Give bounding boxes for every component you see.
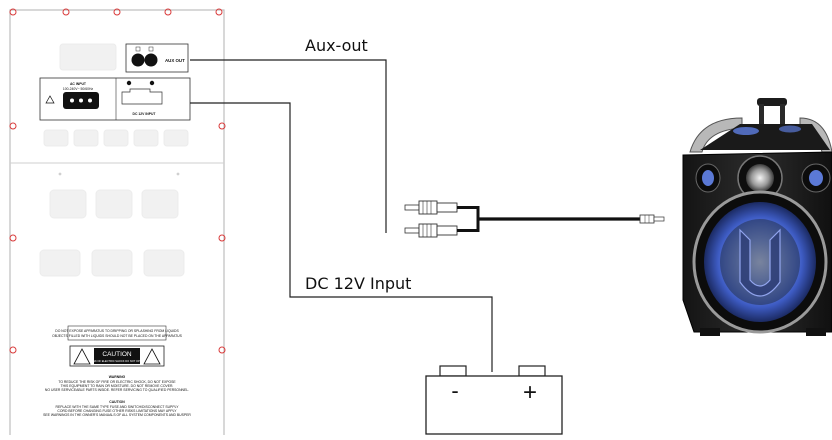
ac-input-title: AC INPUT [70,82,87,86]
warning-title: WARNING [109,375,126,379]
rca-plug-top [404,200,458,215]
notice-label: DO NOT EXPOSE APPARATUS TO DRIPPING OR S… [52,325,183,341]
dc-input-label: DC 12V Input [305,274,411,293]
aux-out-panel-label: AUX OUT [165,58,185,63]
caution-sub: RISK OF ELECTRIC SHOCK DO NOT OPEN [91,359,144,363]
dc-plus-icon [149,80,155,86]
battery-minus-symbol: - [451,378,458,403]
aux-out-jack-plate: AUX OUT [125,43,189,73]
caution2-line-1: REPLACE WITH THE SAME TYPE FUSE AND SWIT… [56,405,180,409]
trolley-handle [757,98,787,134]
wiring [190,59,493,372]
dc-input-panel-label: DC 12V INPUT [133,112,157,116]
dc-input-connector[interactable] [121,88,163,105]
aux-out-label: Aux-out [305,36,368,55]
panel-screws [9,8,226,354]
amplifier-rear-panel: AUX OUT AC INPUT 100-240V~ 50/60Hz DC 12… [9,8,226,440]
warning-text: WARNING TO REDUCE THE RISK OF FIRE OR EL… [43,375,191,417]
ac-input-range: 100-240V~ 50/60Hz [63,87,94,91]
battery-body [425,375,563,435]
dc-minus-icon [126,80,132,86]
panel-outline [9,9,225,440]
rca-to-3.5mm-cable [404,200,665,238]
dc-input-wire [190,102,493,372]
aux-out-wire [190,59,387,233]
warning-line-2: THIS EQUIPMENT TO RAIN OR MOISTURE. DO N… [61,384,174,388]
portable-speaker-image [682,98,832,336]
warning-triangle-icon [45,95,55,104]
embossed-pattern [39,43,189,277]
caution2-line-3: SEE WARNINGS IN THE OWNER'S MANUALS OF A… [43,413,191,417]
warning-line-3: NO USER SERVICEABLE PARTS INSIDE. REFER … [45,388,189,392]
aux-out-right-jack[interactable] [144,53,158,67]
caution-label: CAUTION RISK OF ELECTRIC SHOCK DO NOT OP… [69,345,165,367]
notice-line-2: OBJECTS FILLED WITH LIQUIDS SHOULD NOT B… [52,334,182,338]
caution2-line-2: CORD BEFORE CHANGING FUSE OTHER RISKS LI… [57,409,177,413]
rca-plug-bottom [404,223,458,238]
panel-dots [58,172,180,176]
lightning-warning-icon [73,348,91,365]
battery-negative-terminal [439,365,467,377]
aux-out-left-jack[interactable] [131,53,145,67]
warning-line-1: TO REDUCE THE RISK OF FIRE OR ELECTRIC S… [58,380,176,384]
3.5mm-plug [639,214,665,224]
exclamation-warning-icon [143,348,161,365]
caution2-title: CAUTION [109,400,125,404]
ac-input-plate: AC INPUT 100-240V~ 50/60Hz DC 12V INPUT [39,77,191,121]
battery-positive-terminal [518,365,546,377]
battery-plus-symbol: + [523,379,537,406]
battery-12v: - + [425,365,563,435]
notice-line-1: DO NOT EXPOSE APPARATUS TO DRIPPING OR S… [55,329,179,333]
caution-title: CAUTION [102,351,132,358]
